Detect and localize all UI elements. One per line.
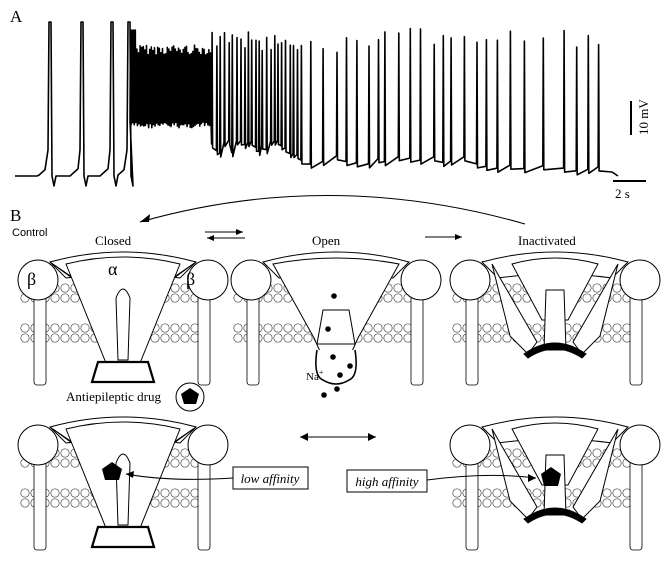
panel-a-label: A: [10, 7, 23, 26]
low-affinity-label: low affinity: [241, 471, 300, 486]
channel-closed-drug-bound: [17, 416, 229, 551]
sodium-ion-label: Na+: [306, 368, 324, 383]
channel-inactivated-drug-bound: [449, 416, 661, 551]
high-affinity-box: high affinity: [346, 469, 537, 493]
drug-state-double-arrow: [300, 433, 376, 441]
drug-legend-icon: [175, 382, 205, 412]
drug-bound-closed: [102, 462, 122, 480]
state-closed-label: Closed: [95, 233, 132, 248]
high-affinity-label: high affinity: [355, 474, 418, 489]
recovery-arrow: [139, 195, 526, 225]
alpha-subunit-label: α: [108, 259, 118, 279]
beta-subunit-right-label: β: [186, 269, 195, 289]
scale-time-label: 2 s: [615, 186, 630, 201]
low-affinity-box: low affinity: [125, 466, 309, 490]
panel-b-label: B: [10, 206, 21, 225]
state-open-label: Open: [312, 233, 341, 248]
beta-subunit-left-label: β: [27, 269, 36, 289]
state-inactivated-label: Inactivated: [518, 233, 576, 248]
voltage-trace: [15, 21, 619, 187]
drug-bound-inactivated: [541, 467, 561, 486]
condition-label: Control: [12, 227, 47, 239]
scale-voltage-label: 10 mV: [636, 99, 651, 135]
drug-legend-label: Antiepileptic drug: [66, 389, 161, 404]
channel-inactivated: [449, 251, 661, 386]
channel-open: [230, 251, 442, 386]
open-inactivated-arrow: [425, 234, 462, 240]
channel-closed: [17, 251, 229, 386]
sodium-ions: [321, 293, 353, 398]
closed-open-equilibrium-arrow: [205, 229, 245, 241]
